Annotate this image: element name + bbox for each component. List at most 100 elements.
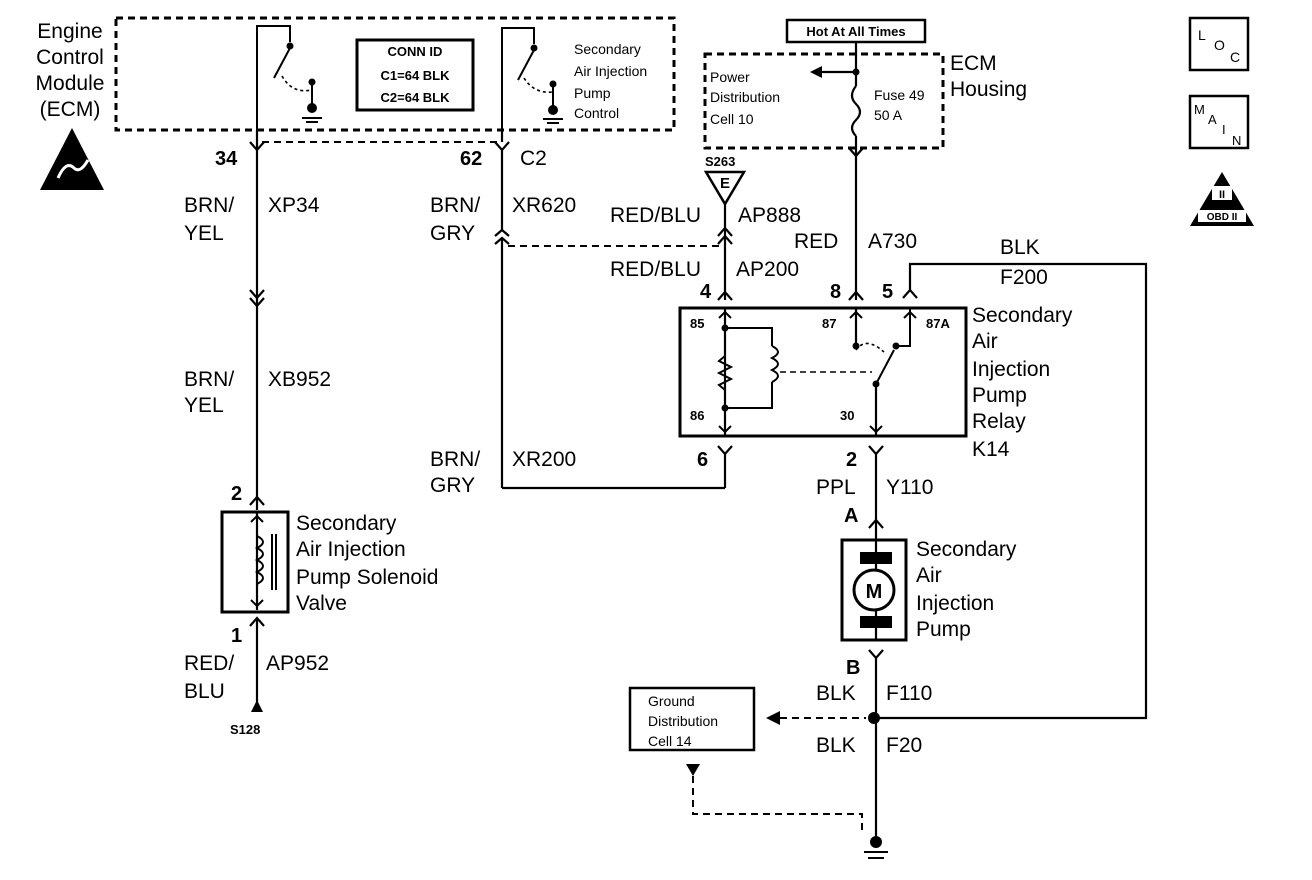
svg-text:GRY: GRY bbox=[430, 474, 475, 497]
svg-text:Fuse 49: Fuse 49 bbox=[874, 87, 925, 103]
loc-icon: L O C bbox=[1188, 16, 1250, 72]
pin-2-valve: 2 bbox=[231, 483, 242, 505]
relay-coil-icon bbox=[769, 345, 779, 383]
svg-text:Relay: Relay bbox=[972, 410, 1026, 433]
main-icon: M A I N bbox=[1188, 94, 1250, 150]
svg-text:Secondary: Secondary bbox=[574, 41, 641, 57]
connector-c2: C2 bbox=[520, 147, 547, 170]
circuit-a730: A730 bbox=[868, 230, 917, 253]
svg-text:E: E bbox=[720, 175, 730, 192]
wire-ap952 bbox=[249, 616, 265, 712]
svg-text:A: A bbox=[1208, 112, 1217, 127]
wire-color-blk-f110: BLK bbox=[816, 682, 856, 705]
valve-label: Secondary Air Injection Pump Solenoid Va… bbox=[296, 512, 438, 615]
obd-ii-icon: II OBD II bbox=[1190, 172, 1254, 226]
svg-text:Hot At All Times: Hot At All Times bbox=[806, 24, 905, 39]
ecm-housing-box bbox=[703, 52, 945, 150]
svg-text:C2=64 BLK: C2=64 BLK bbox=[381, 90, 451, 105]
motor-icon: M bbox=[866, 581, 883, 603]
svg-text:Secondary: Secondary bbox=[296, 512, 397, 535]
pin-62: 62 bbox=[460, 148, 482, 170]
ecm-sec-air-control-label: Secondary Air Injection Pump Control bbox=[574, 41, 647, 121]
svg-text:Housing: Housing bbox=[950, 78, 1027, 101]
esd-warning-icon bbox=[40, 128, 104, 190]
svg-text:BRN/: BRN/ bbox=[430, 194, 480, 217]
ecm-switch-62 bbox=[501, 27, 563, 130]
svg-text:BLU: BLU bbox=[184, 680, 225, 703]
svg-text:50 A: 50 A bbox=[874, 107, 903, 123]
svg-text:YEL: YEL bbox=[184, 394, 224, 417]
circuit-y110: Y110 bbox=[886, 476, 934, 499]
svg-text:BRN/: BRN/ bbox=[430, 448, 480, 471]
svg-text:Control: Control bbox=[36, 46, 104, 69]
pin-6: 6 bbox=[697, 449, 708, 471]
wire-color-brn-gry-2: BRN/ GRY bbox=[430, 448, 480, 497]
pin-5: 5 bbox=[882, 281, 893, 303]
ecm-housing-label: ECM Housing bbox=[950, 52, 1027, 101]
svg-text:Distribution: Distribution bbox=[710, 89, 780, 105]
svg-text:Cell 14: Cell 14 bbox=[648, 733, 692, 749]
ground-icon bbox=[870, 836, 882, 848]
ground-dist-links bbox=[686, 711, 866, 832]
svg-text:Air Injection: Air Injection bbox=[296, 538, 406, 561]
svg-text:BRN/: BRN/ bbox=[184, 368, 234, 391]
wire-a730 bbox=[848, 147, 864, 301]
svg-text:(ECM): (ECM) bbox=[40, 98, 101, 121]
splice-s263-label: S263 bbox=[705, 154, 735, 169]
ecm-switch-34 bbox=[256, 25, 322, 130]
hot-at-all-times-box: Hot At All Times bbox=[785, 18, 927, 44]
svg-text:Pump Solenoid: Pump Solenoid bbox=[296, 566, 438, 589]
svg-text:N: N bbox=[1232, 133, 1241, 148]
fuse-49-label: Fuse 49 50 A bbox=[874, 87, 925, 123]
svg-text:Engine: Engine bbox=[37, 20, 102, 43]
svg-text:Air Injection: Air Injection bbox=[574, 63, 647, 79]
circuit-ap888: AP888 bbox=[738, 204, 801, 227]
svg-text:GRY: GRY bbox=[430, 222, 475, 245]
circuit-f200: F200 bbox=[1000, 266, 1048, 289]
wire-xp34-xb952 bbox=[249, 130, 265, 510]
circuit-xb952: XB952 bbox=[268, 368, 331, 391]
air-pump-motor: M bbox=[840, 538, 908, 642]
svg-text:YEL: YEL bbox=[184, 222, 224, 245]
svg-text:87: 87 bbox=[822, 316, 836, 331]
svg-text:C1=64 BLK: C1=64 BLK bbox=[381, 68, 451, 83]
svg-text:Module: Module bbox=[36, 72, 105, 95]
wire-color-blk-top: BLK bbox=[1000, 236, 1040, 259]
svg-text:L: L bbox=[1198, 27, 1206, 43]
wire-color-red-blu-ap200: RED/BLU bbox=[610, 258, 701, 281]
svg-text:87A: 87A bbox=[926, 316, 950, 331]
svg-text:Pump: Pump bbox=[574, 85, 611, 101]
wire-color-blk-f20: BLK bbox=[816, 734, 856, 757]
relay-terminals: 85 86 87 87A 30 bbox=[690, 316, 950, 423]
svg-text:Air: Air bbox=[972, 330, 998, 353]
svg-text:Valve: Valve bbox=[296, 592, 347, 615]
pin-b: B bbox=[846, 657, 860, 679]
circuit-xr620: XR620 bbox=[512, 194, 576, 217]
svg-text:Control: Control bbox=[574, 105, 619, 121]
svg-text:Air: Air bbox=[916, 564, 942, 587]
svg-text:Distribution: Distribution bbox=[648, 713, 718, 729]
svg-text:Secondary: Secondary bbox=[972, 304, 1073, 327]
circuit-ap200: AP200 bbox=[736, 258, 799, 281]
svg-text:Ground: Ground bbox=[648, 693, 695, 709]
splice-s128: S128 bbox=[230, 722, 260, 737]
relay-k14 bbox=[678, 306, 968, 438]
svg-text:M: M bbox=[1194, 102, 1205, 117]
svg-text:Injection: Injection bbox=[916, 592, 994, 615]
wire-color-brn-yel-1: BRN/ YEL bbox=[184, 194, 234, 245]
solenoid-coil-icon bbox=[254, 535, 264, 585]
svg-text:85: 85 bbox=[690, 316, 704, 331]
wire-xr620-xr200 bbox=[494, 130, 733, 490]
relay-label: Secondary Air Injection Pump Relay K14 bbox=[972, 304, 1073, 461]
svg-text:Secondary: Secondary bbox=[916, 538, 1017, 561]
svg-text:C: C bbox=[1230, 49, 1240, 65]
wire-y110 bbox=[868, 445, 884, 540]
svg-text:Pump: Pump bbox=[972, 384, 1027, 407]
power-feed bbox=[810, 42, 862, 156]
svg-text:Power: Power bbox=[710, 69, 750, 85]
svg-text:Cell 10: Cell 10 bbox=[710, 111, 754, 127]
pin-2-relay: 2 bbox=[846, 449, 857, 471]
wire-color-brn-gry-1: BRN/ GRY bbox=[430, 194, 480, 245]
conn-id-box: CONN ID C1=64 BLK C2=64 BLK bbox=[355, 38, 475, 112]
